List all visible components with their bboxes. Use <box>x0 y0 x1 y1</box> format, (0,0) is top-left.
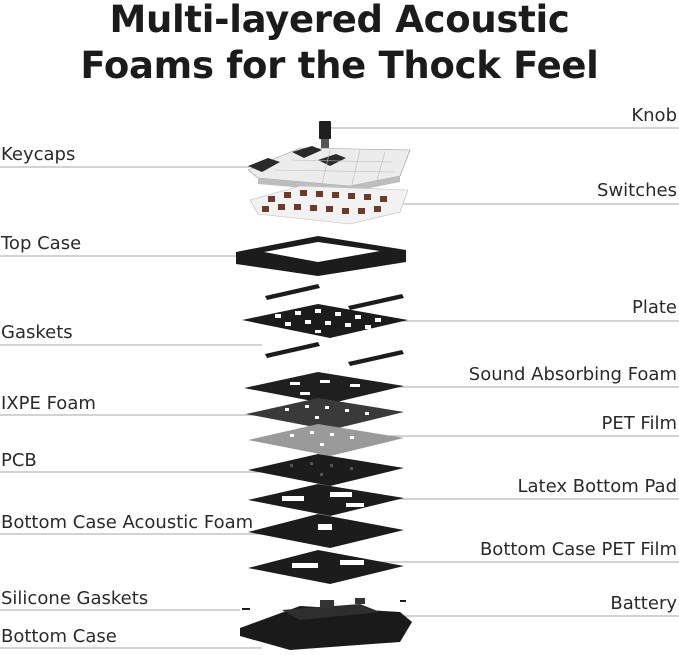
title-line-2: Foams for the Thock Feel <box>80 44 599 87</box>
bottom-case-illustration <box>240 598 412 650</box>
label-sound-absorbing-foam: Sound Absorbing Foam <box>468 364 677 385</box>
knob-illustration <box>319 121 331 148</box>
bottom-case-pet-film-illustration <box>248 550 404 584</box>
label-bottom-case: Bottom Case <box>1 626 117 647</box>
silicone-gaskets-illustration <box>242 600 406 610</box>
battery-illustration <box>282 604 380 620</box>
latex-bottom-pad-illustration <box>248 484 404 516</box>
gaskets-lower <box>265 342 404 366</box>
pcb-illustration <box>248 454 404 486</box>
label-knob: Knob <box>631 105 677 126</box>
label-top-case: Top Case <box>1 233 82 254</box>
ixpe-foam-illustration <box>246 398 404 430</box>
label-latex-bottom-pad: Latex Bottom Pad <box>517 476 678 497</box>
label-keycaps: Keycaps <box>1 144 76 165</box>
top-case-illustration <box>236 236 406 276</box>
switches-illustration <box>249 185 409 225</box>
plate-illustration <box>242 304 408 338</box>
label-ixpe-foam: IXPE Foam <box>1 393 96 414</box>
label-silicone-gaskets: Silicone Gaskets <box>1 588 149 609</box>
label-gaskets: Gaskets <box>1 322 73 343</box>
label-battery: Battery <box>610 593 677 614</box>
label-plate: Plate <box>631 297 677 318</box>
leader-lines <box>0 127 679 649</box>
gaskets-upper <box>265 284 404 310</box>
label-pcb: PCB <box>1 450 37 471</box>
keycaps-illustration <box>247 146 411 192</box>
label-pet-film: PET Film <box>601 413 677 434</box>
title-line-1: Multi-layered Acoustic <box>109 0 570 41</box>
label-bottom-case-pet-film: Bottom Case PET Film <box>479 539 677 560</box>
bottom-case-acoustic-foam-illustration <box>248 514 404 548</box>
label-switches: Switches <box>597 180 677 201</box>
sound-absorbing-foam-illustration <box>244 372 404 404</box>
label-bottom-case-acoustic-foam: Bottom Case Acoustic Foam <box>1 512 254 533</box>
pet-film-illustration <box>248 424 404 456</box>
